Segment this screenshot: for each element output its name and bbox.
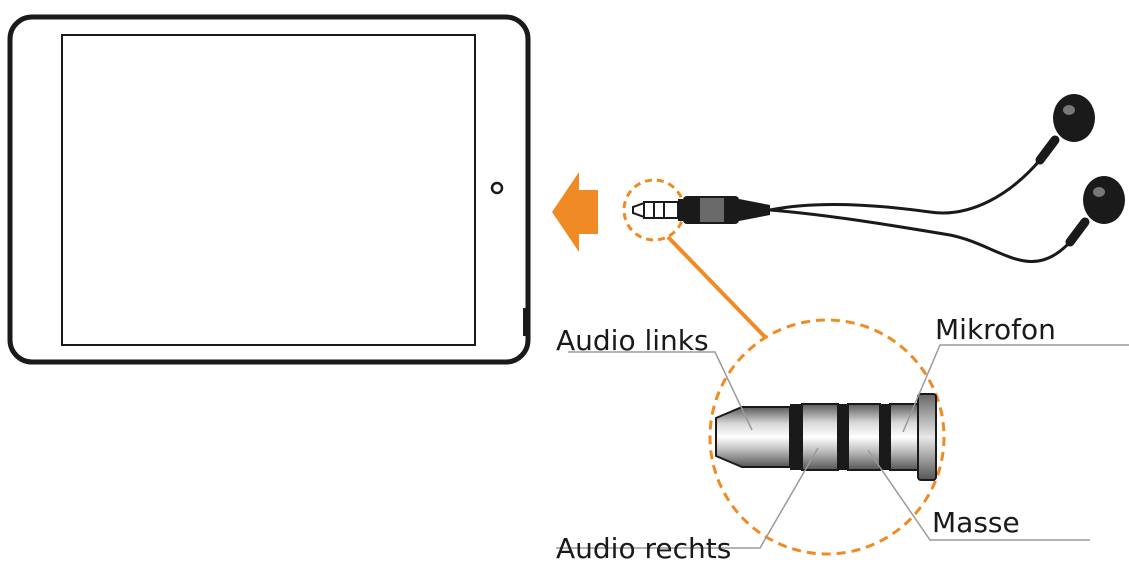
label-audio-right: Audio rechts [556,532,731,565]
zoom-connector-line [666,235,767,339]
leader-ground [867,449,1090,541]
tablet-icon [7,14,531,365]
label-audio-left: Audio links [556,324,709,357]
earbud-lower-icon [1065,176,1125,247]
leader-audio-right [556,447,819,549]
leader-lines [556,344,1129,549]
headset-plug-icon [632,159,1072,263]
leader-audio-left [568,351,753,431]
leader-microphone [902,344,1129,433]
label-ground: Masse [932,506,1020,539]
trrs-plug-enlarged [715,393,937,481]
insert-arrow-icon [552,172,598,252]
label-microphone: Mikrofon [935,313,1056,346]
earbud-upper-icon [1035,94,1095,165]
